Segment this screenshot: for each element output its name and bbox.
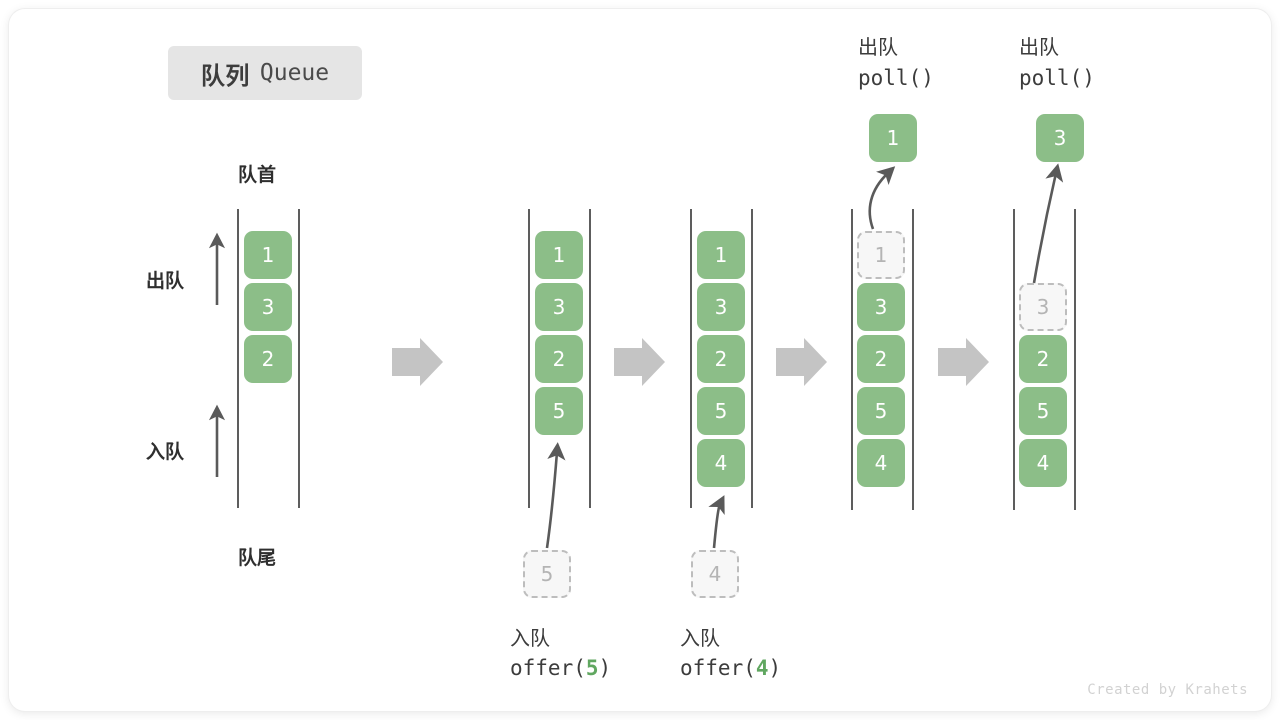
queue-cell: 1 xyxy=(697,231,745,279)
dequeued-result-cell: 3 xyxy=(1036,114,1084,162)
queue-rail-left-stage-1 xyxy=(237,209,239,508)
queue-rail-left-stage-2 xyxy=(528,209,530,508)
queue-cell: 3 xyxy=(535,283,583,331)
label-dequeue-direction: 出队 xyxy=(146,270,185,292)
queue-cell: 2 xyxy=(535,335,583,383)
title-cn: 队列 xyxy=(200,61,250,90)
queue-cell: 3 xyxy=(697,283,745,331)
queue-rail-left-stage-5 xyxy=(1013,209,1015,510)
queue-rail-left-stage-4 xyxy=(851,209,853,510)
queue-cell: 2 xyxy=(1019,335,1067,383)
queue-rail-left-stage-3 xyxy=(690,209,692,508)
queue-rail-right-stage-3 xyxy=(751,209,753,508)
code-arg: 4 xyxy=(755,656,769,680)
queue-cell: 3 xyxy=(244,283,292,331)
queue-rail-right-stage-1 xyxy=(298,209,300,508)
code-arg: 5 xyxy=(585,656,599,680)
title-badge: 队列 Queue xyxy=(168,46,362,100)
pending-enqueue-cell: 4 xyxy=(691,550,739,598)
queue-cell: 2 xyxy=(857,335,905,383)
queue-rail-right-stage-2 xyxy=(589,209,591,508)
title-en: Queue xyxy=(259,60,330,86)
queue-cell: 5 xyxy=(857,387,905,435)
queue-cell-removed: 3 xyxy=(1019,283,1067,331)
watermark-credit: Created by Krahets xyxy=(1087,682,1248,698)
code-prefix: offer( xyxy=(680,656,756,680)
code-prefix: offer( xyxy=(510,656,586,680)
diagram-card xyxy=(9,9,1271,711)
queue-cell: 2 xyxy=(697,335,745,383)
queue-rail-right-stage-5 xyxy=(1074,209,1076,510)
caption-enqueue-cn-stage-2: 入队 xyxy=(510,626,550,650)
caption-enqueue-code-stage-3: offer(4) xyxy=(680,656,781,680)
queue-cell: 2 xyxy=(244,335,292,383)
queue-cell-removed: 1 xyxy=(857,231,905,279)
queue-cell: 4 xyxy=(857,439,905,487)
queue-cell: 1 xyxy=(244,231,292,279)
queue-cell: 5 xyxy=(1019,387,1067,435)
label-queue-front: 队首 xyxy=(238,164,277,186)
queue-cell: 4 xyxy=(1019,439,1067,487)
caption-dequeue-code-stage-5: poll() xyxy=(1019,66,1095,90)
label-enqueue-direction: 入队 xyxy=(146,441,185,463)
caption-dequeue-code-stage-4: poll() xyxy=(858,66,934,90)
queue-cell: 5 xyxy=(697,387,745,435)
caption-enqueue-cn-stage-3: 入队 xyxy=(680,626,720,650)
queue-cell: 5 xyxy=(535,387,583,435)
caption-dequeue-cn-stage-4: 出队 xyxy=(858,35,898,59)
caption-dequeue-cn-stage-5: 出队 xyxy=(1019,35,1059,59)
label-queue-rear: 队尾 xyxy=(238,547,277,569)
code-suffix: ) xyxy=(768,656,782,680)
queue-cell: 3 xyxy=(857,283,905,331)
pending-enqueue-cell: 5 xyxy=(523,550,571,598)
code-suffix: ) xyxy=(598,656,612,680)
queue-cell: 1 xyxy=(535,231,583,279)
queue-rail-right-stage-4 xyxy=(912,209,914,510)
queue-cell: 4 xyxy=(697,439,745,487)
dequeued-result-cell: 1 xyxy=(869,114,917,162)
caption-enqueue-code-stage-2: offer(5) xyxy=(510,656,611,680)
